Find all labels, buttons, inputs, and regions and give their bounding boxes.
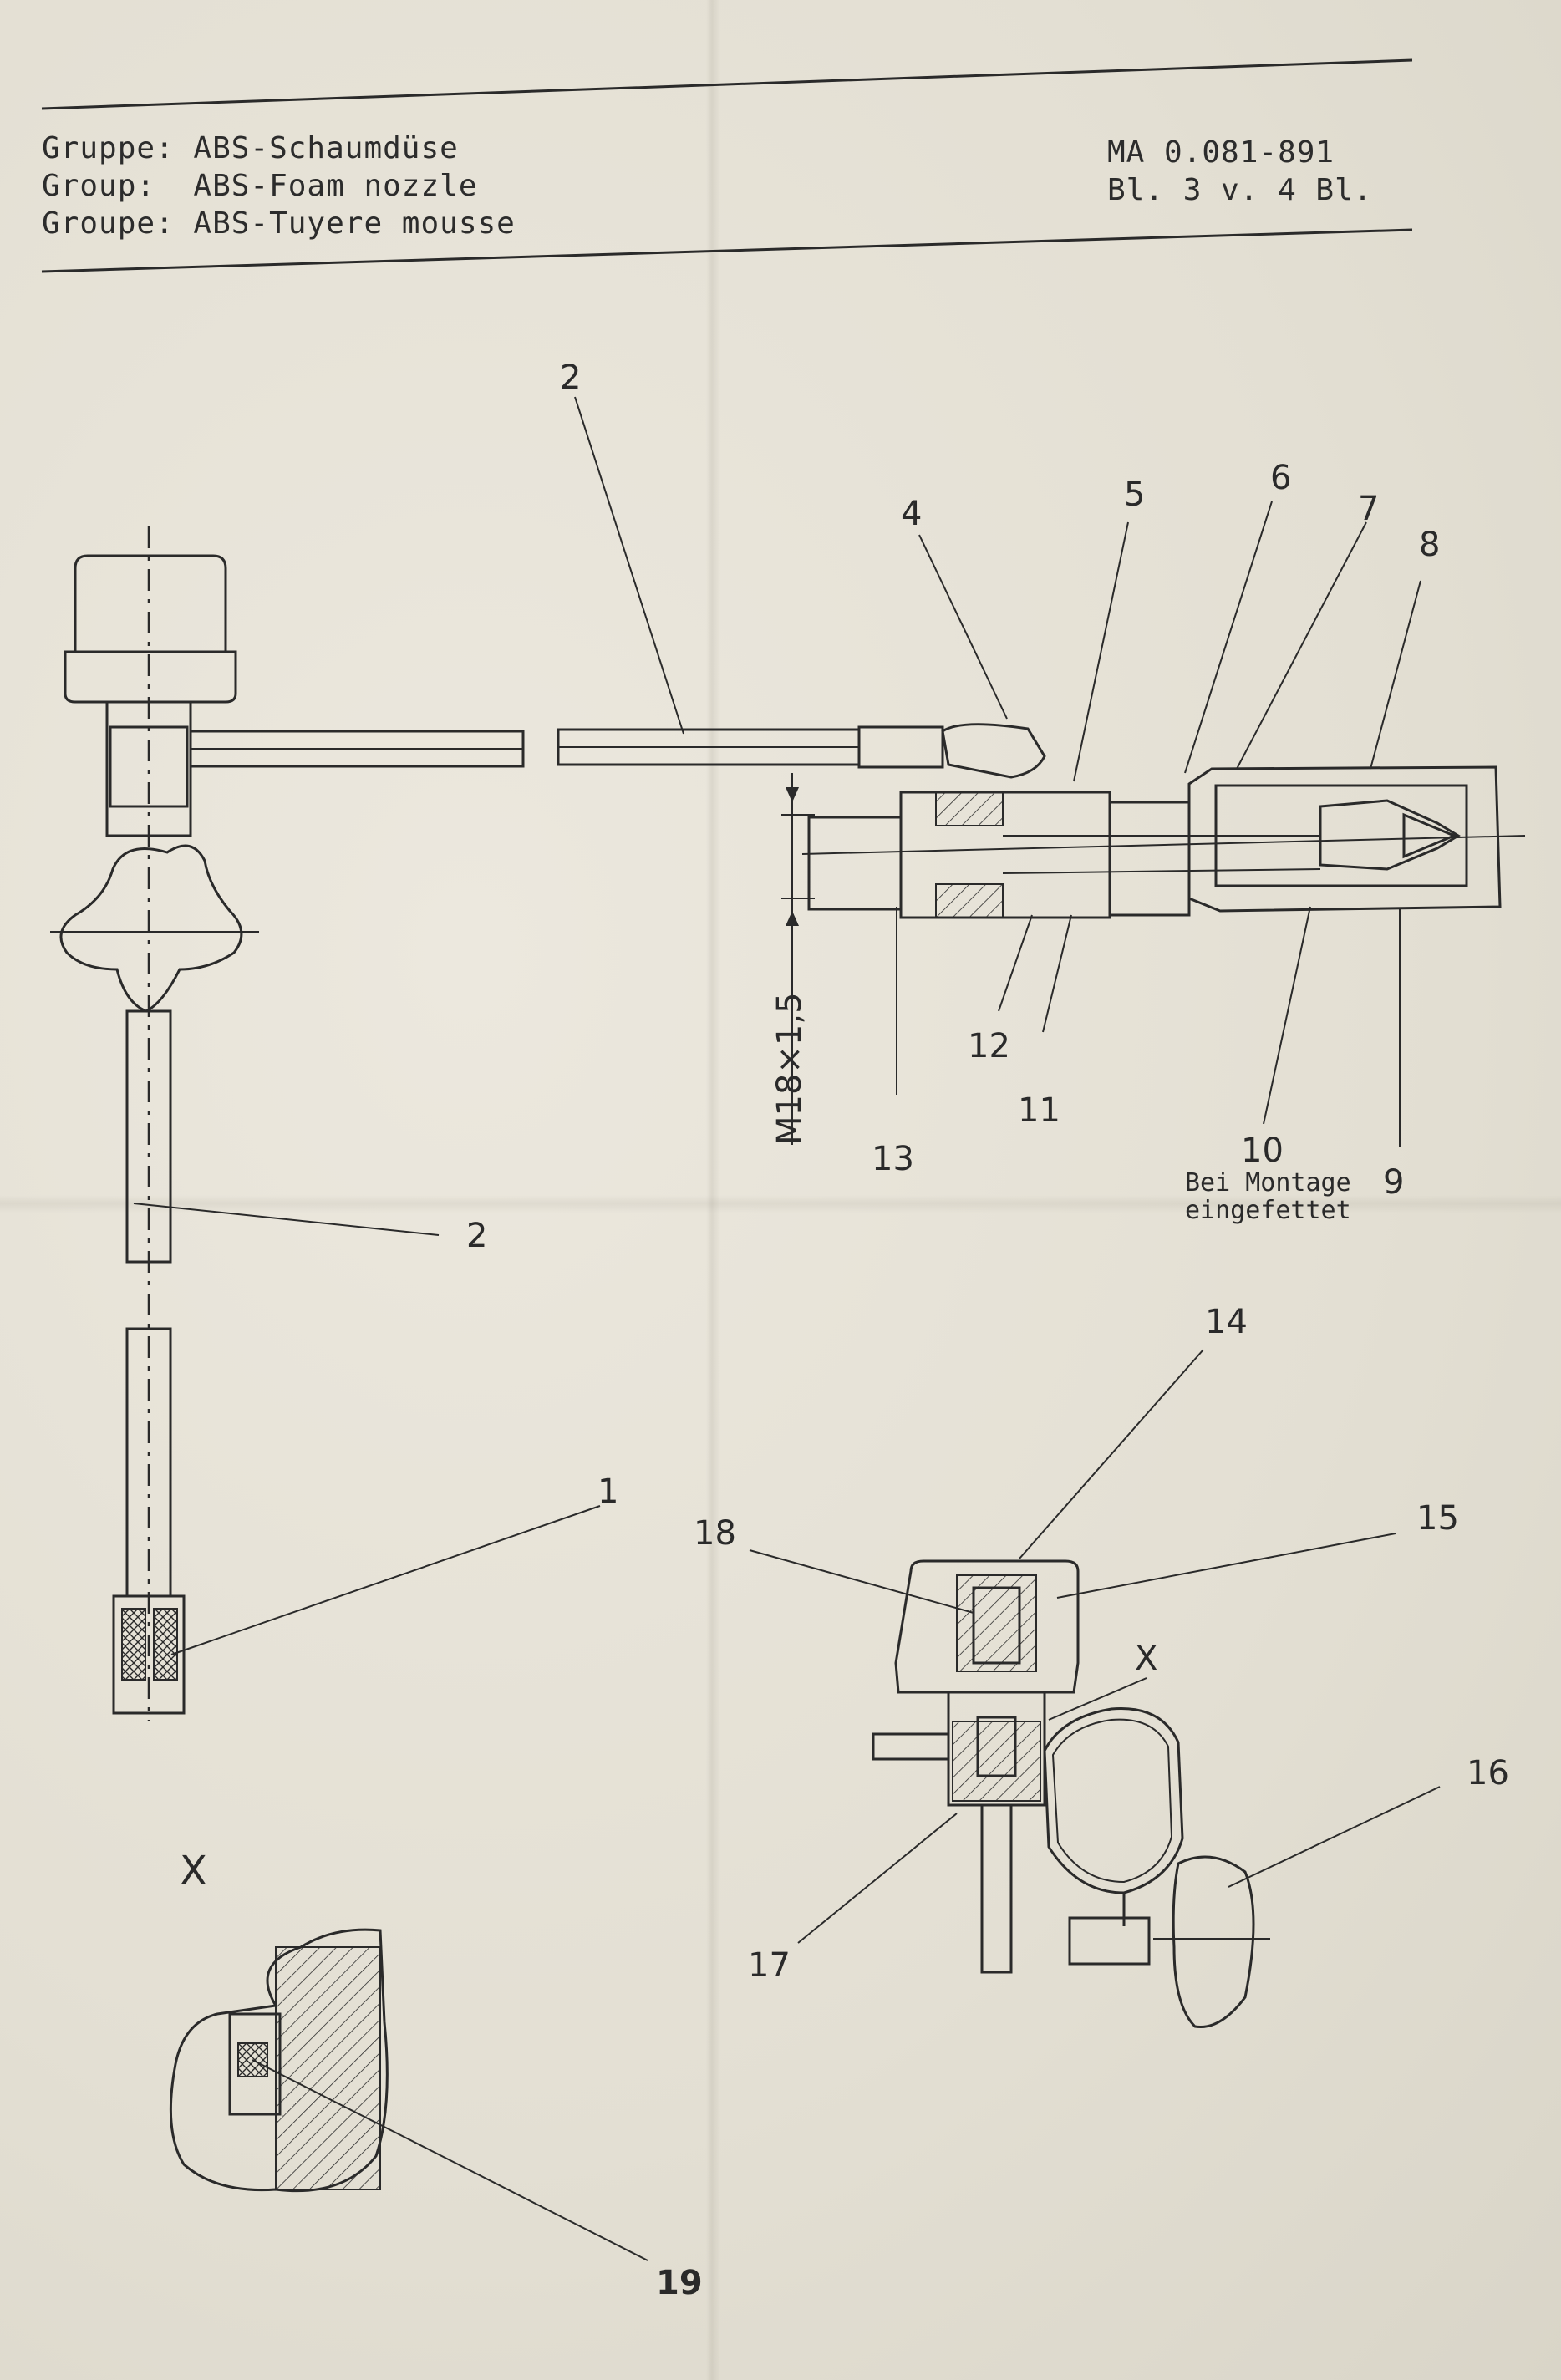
valve-assembly [872,1559,1270,2029]
detail-x-section [169,1928,389,2193]
callout-11: 11 [1018,1091,1060,1130]
thread-dimension-label: M18×1,5 [770,992,809,1145]
header-bottom-rule [41,228,1413,273]
callout-4: 4 [901,495,922,533]
intake-assembly [50,526,259,1721]
nozzle-assembly [801,765,1526,919]
callout-6: 6 [1270,459,1291,497]
group-en-label: Group: ABS-Foam nozzle [42,169,478,203]
callout-10: 10 [1241,1132,1284,1170]
detail-x-title: X [180,1848,207,1894]
callout-5: 5 [1124,475,1145,514]
callout-numbers: 2 4 5 6 7 8 12 11 13 10 Bei Montage 9 ei… [466,359,1509,2302]
leader-lines [133,396,1441,2261]
foam-hose [189,723,1046,779]
mounting-note-line-2: eingefettet [1185,1196,1351,1225]
group-de-label: Gruppe: ABS-Schaumdüse [42,131,459,165]
callout-9: 9 [1383,1163,1404,1202]
callout-18: 18 [694,1514,736,1553]
callout-13: 13 [872,1140,914,1178]
header-top-rule [41,58,1413,110]
callout-15: 15 [1416,1499,1459,1538]
callout-1: 1 [597,1472,618,1511]
group-fr-label: Groupe: ABS-Tuyere mousse [42,206,516,241]
callout-2-tube: 2 [466,1217,487,1255]
callout-7: 7 [1358,490,1379,528]
sheet-number: Bl. 3 v. 4 Bl. [1107,173,1373,207]
callout-12: 12 [968,1027,1010,1065]
thread-dimension: M18×1,5 [770,773,815,1145]
callout-2-hose: 2 [560,359,581,397]
mounting-note-line-1: Bei Montage [1185,1168,1351,1198]
callout-8: 8 [1419,526,1440,564]
callout-detail-x-ref: X [1135,1640,1157,1678]
callout-16: 16 [1467,1754,1509,1793]
callout-17: 17 [748,1946,791,1985]
document-number: MA 0.081-891 [1107,135,1335,170]
callout-19: 19 [656,2264,703,2302]
callout-14: 14 [1205,1303,1248,1341]
